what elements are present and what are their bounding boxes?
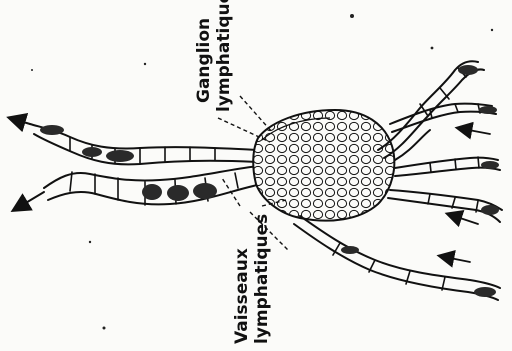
vaisseaux-label-line1: Vaisseaux xyxy=(234,248,251,344)
ganglion-label-line1: Ganglion xyxy=(196,18,213,103)
vaisseaux-label-line2: lymphatiques xyxy=(254,214,271,344)
ganglion-body xyxy=(253,110,394,221)
ganglion-label-line2: lymphatique xyxy=(216,0,233,112)
efferent-vessels xyxy=(10,118,262,210)
